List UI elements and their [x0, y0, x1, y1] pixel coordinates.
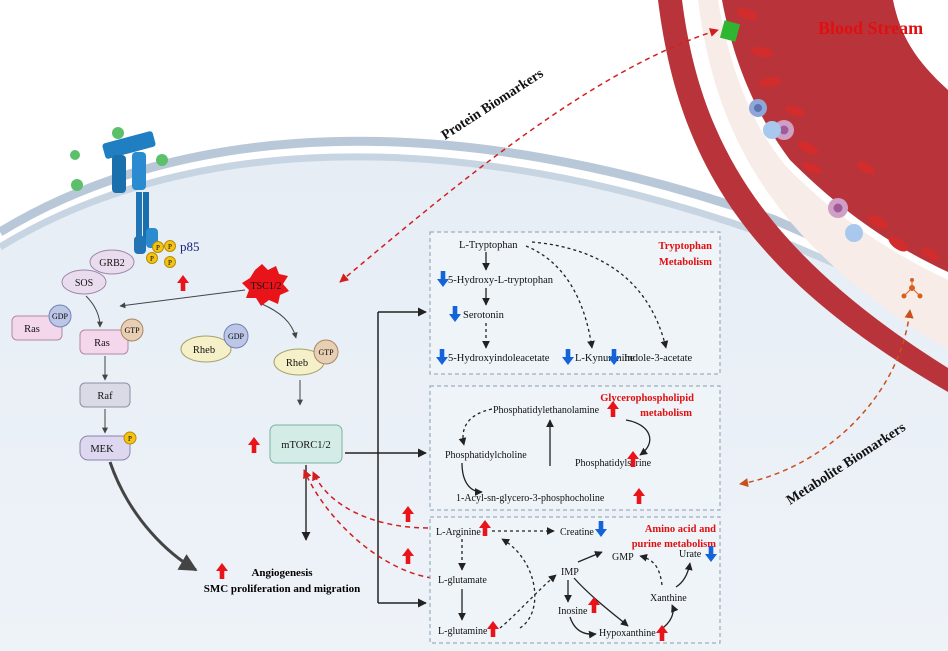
svg-text:Ras: Ras	[24, 324, 40, 335]
svg-text:5-Hydroxyindoleacetate: 5-Hydroxyindoleacetate	[448, 353, 550, 364]
svg-text:Creatine: Creatine	[560, 527, 594, 538]
raf-node	[79, 382, 131, 408]
gdp-badge-2	[223, 323, 249, 349]
metabolite-biomarker-icon	[901, 278, 923, 299]
tryptophan-box: Tryptophan Metabolism L-Tryptophan 5-Hyd…	[429, 231, 721, 375]
svg-text:Xanthine: Xanthine	[650, 593, 687, 604]
svg-text:Rheb: Rheb	[286, 358, 308, 369]
metabolite-biomarker-arrow	[739, 309, 914, 488]
svg-text:Raf: Raf	[97, 391, 113, 402]
svg-text:Urate: Urate	[679, 549, 702, 560]
rheb-gdp-node	[180, 335, 232, 363]
svg-text:5-Hydroxy-L-tryptophan: 5-Hydroxy-L-tryptophan	[448, 275, 554, 286]
p85-label: p85	[180, 239, 200, 254]
svg-text:mTORC1/2: mTORC1/2	[281, 440, 330, 451]
tsc-node	[242, 264, 289, 306]
svg-text:L-glutamine: L-glutamine	[438, 626, 488, 637]
svg-text:L-Tryptophan: L-Tryptophan	[459, 240, 518, 251]
ras-gtp-node	[79, 329, 129, 355]
gtp-badge-2	[313, 339, 339, 365]
svg-text:GTP: GTP	[318, 348, 334, 357]
svg-text:P: P	[150, 255, 154, 263]
gdp-badge-1	[48, 304, 72, 328]
svg-text:P: P	[168, 243, 172, 251]
grb2-node	[89, 249, 135, 275]
mtorc-node	[269, 424, 343, 464]
protein-biomarker-icon	[719, 20, 741, 42]
svg-text:metabolism: metabolism	[640, 408, 692, 419]
mek-to-outcome-arrow	[108, 461, 198, 572]
svg-text:MEK: MEK	[90, 444, 114, 455]
svg-text:1-Acyl-sn-glycero-3-phosphocho: 1-Acyl-sn-glycero-3-phosphocholine	[456, 493, 605, 504]
svg-text:P: P	[156, 244, 160, 252]
protein-biomarkers-label: Protein Biomarkers	[439, 66, 547, 143]
svg-text:Serotonin: Serotonin	[463, 310, 505, 321]
svg-text:Tryptophan: Tryptophan	[659, 241, 713, 252]
svg-text:L-Kynurenine: L-Kynurenine	[575, 353, 635, 364]
svg-text:GTP: GTP	[124, 326, 140, 335]
svg-text:L-Arginine: L-Arginine	[436, 527, 481, 538]
svg-text:GMP: GMP	[612, 552, 634, 563]
svg-text:Indole-3-acetate: Indole-3-acetate	[624, 353, 693, 364]
receptor	[102, 131, 158, 254]
glycero-box: Glycerophospholipid metabolism Phosphati…	[429, 385, 721, 511]
gtp-badge-1	[120, 318, 144, 342]
svg-text:SOS: SOS	[75, 278, 93, 289]
blood-stream-label: Blood Stream	[818, 18, 923, 38]
ras-gdp-node	[11, 315, 63, 341]
sos-node	[61, 269, 107, 295]
svg-text:Hypoxanthine: Hypoxanthine	[599, 628, 656, 639]
svg-text:Metabolism: Metabolism	[659, 257, 712, 268]
svg-text:IMP: IMP	[561, 567, 579, 578]
svg-text:Amino acid and: Amino acid and	[645, 524, 716, 535]
svg-text:Phosphatidylserine: Phosphatidylserine	[575, 458, 652, 469]
svg-text:TSC1/2: TSC1/2	[250, 281, 281, 292]
svg-text:Phosphatidylcholine: Phosphatidylcholine	[445, 450, 527, 461]
svg-text:Glycerophospholipid: Glycerophospholipid	[600, 393, 694, 404]
ligand-spheres	[70, 127, 168, 191]
svg-text:Ras: Ras	[94, 338, 110, 349]
svg-text:Phosphatidylethanolamine: Phosphatidylethanolamine	[493, 405, 600, 416]
phosphate-groups: P P P P	[146, 240, 176, 268]
svg-text:GDP: GDP	[52, 312, 69, 321]
svg-text:purine metabolism: purine metabolism	[632, 539, 717, 550]
mek-phosphate	[123, 431, 137, 445]
svg-text:Rheb: Rheb	[193, 345, 215, 356]
outcome-line1: Angiogenesis	[251, 567, 313, 579]
svg-text:GRB2: GRB2	[99, 258, 125, 269]
svg-text:P: P	[128, 435, 132, 443]
mek-node	[79, 435, 131, 461]
svg-text:GDP: GDP	[228, 332, 245, 341]
outcome-line2: SMC proliferation and migration	[204, 583, 361, 595]
svg-text:L-glutamate: L-glutamate	[438, 575, 487, 586]
svg-text:Inosine: Inosine	[558, 606, 588, 617]
amino-box: Amino acid and purine metabolism L-Argin…	[429, 516, 721, 644]
protein-biomarker-arrow	[339, 28, 719, 283]
svg-text:P: P	[168, 259, 172, 267]
